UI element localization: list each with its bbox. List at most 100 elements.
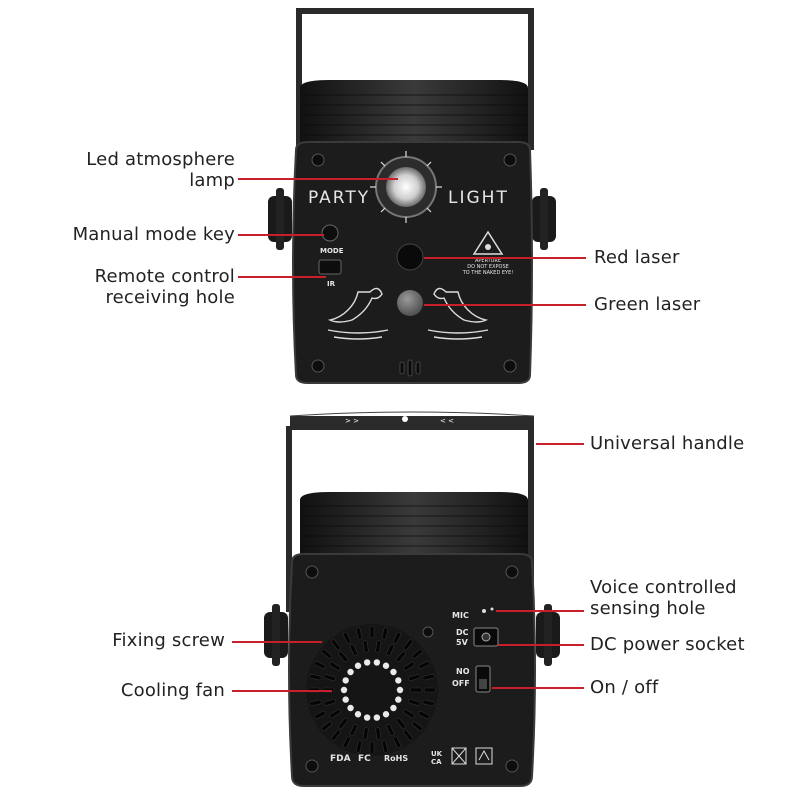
- fan-slot: [313, 660, 326, 669]
- fan-slot: [418, 711, 431, 720]
- fan-slot: [313, 711, 326, 720]
- fan-slot: [329, 661, 341, 671]
- callout-manual-mode-key: Manual mode key: [72, 224, 235, 245]
- callout-dc-power-socket: DC power socket: [590, 634, 745, 655]
- fan-slot: [355, 627, 363, 640]
- callout-led-atmosphere-lamp: Led atmosphere lamp: [86, 149, 235, 191]
- fan-slot: [323, 674, 336, 682]
- fan-slot: [329, 709, 341, 719]
- fan-led-dot: [354, 662, 362, 669]
- fan-led-dot: [395, 696, 402, 703]
- fan-led-dot: [382, 662, 390, 669]
- sea-lion-right-icon: [427, 287, 489, 340]
- callout-fixing-screw: Fixing screw: [112, 630, 225, 651]
- green-laser-aperture: [397, 290, 423, 316]
- dc-label: DC: [456, 628, 469, 637]
- svg-text:TO THE NAKED EYE!: TO THE NAKED EYE!: [462, 270, 514, 276]
- fan-slot: [342, 736, 351, 749]
- callout-green-laser: Green laser: [594, 294, 701, 315]
- fan-led-dot: [390, 668, 397, 676]
- svg-text:APERTURE: APERTURE: [475, 258, 501, 264]
- fan-led-dot: [373, 659, 381, 666]
- fan-slot: [411, 721, 423, 731]
- right-knob: [532, 188, 556, 250]
- fan-led-dot: [363, 659, 371, 666]
- svg-text:FC: FC: [358, 754, 371, 764]
- svg-text:FDA: FDA: [330, 754, 351, 764]
- fan-led-dot: [395, 677, 402, 684]
- callout-remote-control-hole: Remote control receiving hole: [94, 266, 235, 308]
- fan-led-dot: [396, 686, 404, 694]
- svg-text:< <: < <: [440, 417, 454, 425]
- off-label: OFF: [452, 679, 470, 688]
- svg-text:UK: UK: [431, 750, 443, 758]
- fan-slot: [393, 631, 402, 644]
- leader-voice-hole: [496, 610, 584, 612]
- fan-slot: [408, 698, 421, 706]
- fan-slot: [403, 729, 413, 741]
- fan-slot: [423, 687, 437, 693]
- fan-slot: [403, 639, 413, 651]
- light-text: LIGHT: [448, 188, 509, 208]
- fan-slot: [408, 674, 421, 682]
- leader-manual-key: [238, 234, 324, 236]
- fan-slot: [403, 661, 415, 671]
- fan-slot: [309, 673, 322, 681]
- fan-slot: [338, 651, 349, 663]
- front-vent: [399, 359, 421, 377]
- callout-red-laser: Red laser: [594, 247, 680, 268]
- svg-text:> >: > >: [345, 417, 359, 425]
- cooling-fan: [306, 624, 438, 756]
- fan-led-dot: [347, 704, 354, 712]
- fan-slot: [331, 639, 341, 651]
- leader-fixing-screw: [232, 641, 322, 643]
- red-laser-aperture: [396, 243, 424, 271]
- left-knob: [268, 188, 292, 250]
- callout-cooling-fan: Cooling fan: [120, 680, 225, 701]
- leader-cooling-fan: [232, 690, 332, 692]
- fan-slot: [395, 717, 406, 729]
- party-text: PARTY: [308, 188, 370, 208]
- leader-green-laser: [424, 304, 586, 306]
- fan-led-dot: [342, 696, 349, 703]
- svg-text:CA: CA: [431, 758, 442, 766]
- callout-on-off: On / off: [590, 677, 659, 698]
- front-device: PARTY LIGHT MODE IR APERTURE DO NOT EXPO…: [268, 8, 556, 384]
- certification-marks: FDA FC RoHS UK CA: [330, 747, 493, 766]
- fan-slot: [362, 640, 369, 653]
- callout-voice-sensing-hole: Voice controlled sensing hole: [590, 577, 737, 619]
- fan-led-dot: [347, 668, 354, 676]
- fan-slot: [369, 625, 375, 639]
- fan-led-dot: [390, 704, 397, 712]
- fan-slot: [309, 699, 322, 707]
- fan-slot: [411, 649, 423, 659]
- fan-slot: [381, 627, 389, 640]
- fan-slot: [393, 736, 402, 749]
- fan-slot: [321, 649, 333, 659]
- sea-lion-left-icon: [327, 287, 389, 340]
- fan-slot: [386, 724, 395, 736]
- fan-slot: [349, 644, 358, 656]
- svg-text:RoHS: RoHS: [384, 754, 408, 763]
- svg-text:DO NOT EXPOSE: DO NOT EXPOSE: [467, 264, 509, 270]
- mode-button[interactable]: [321, 224, 339, 242]
- fan-slot: [422, 699, 435, 707]
- leader-dc-socket: [498, 644, 584, 646]
- fan-slot: [323, 698, 336, 706]
- fan-slot: [331, 729, 341, 741]
- leader-universal-handle: [536, 443, 584, 445]
- back-device: > > < <: [264, 411, 560, 787]
- fan-slot: [418, 660, 431, 669]
- fan-slot: [342, 631, 351, 644]
- ir-receiver: [318, 259, 342, 275]
- leader-led-lamp: [238, 178, 398, 180]
- fan-led-dot: [340, 686, 348, 694]
- callout-universal-handle: Universal handle: [590, 433, 745, 454]
- ir-label: IR: [327, 280, 336, 288]
- fan-slot: [409, 687, 423, 693]
- fan-led-dot: [363, 714, 371, 721]
- fan-slot: [386, 644, 395, 656]
- leader-red-laser: [424, 257, 586, 259]
- no-label: NO: [456, 667, 470, 676]
